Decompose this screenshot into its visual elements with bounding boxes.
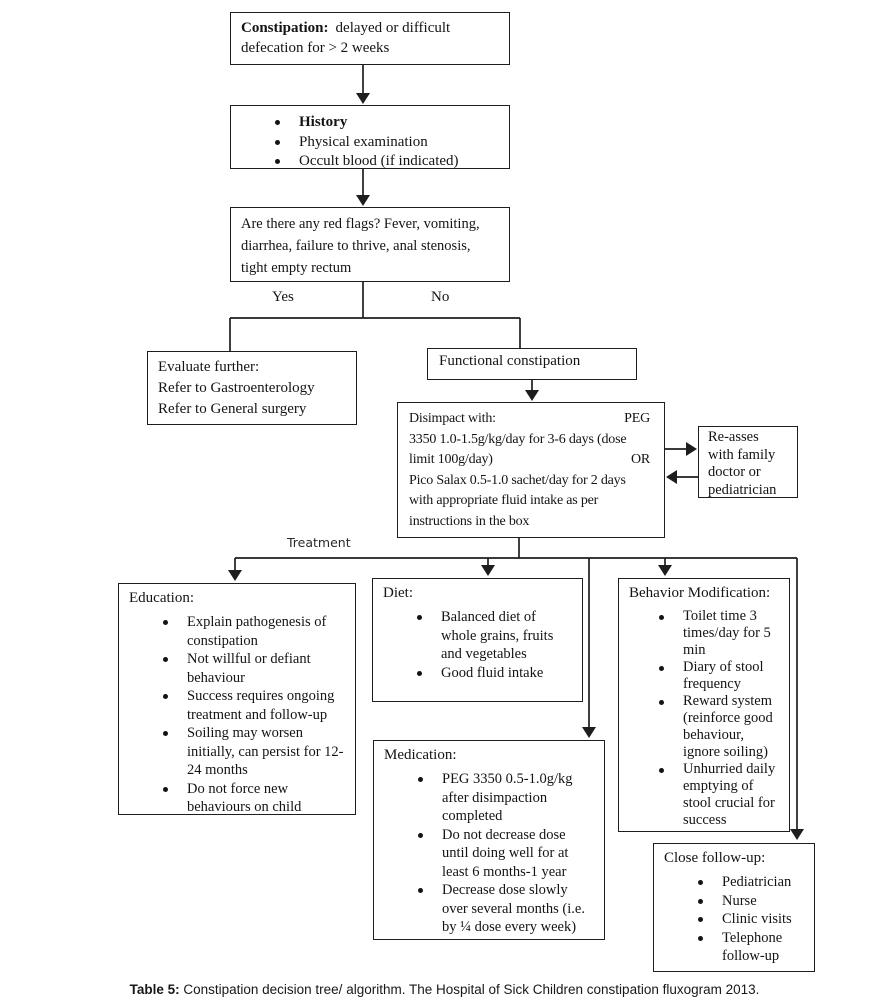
list-item: Unhurried daily emptying of stool crucia… bbox=[657, 761, 787, 829]
arrowhead-medication bbox=[582, 727, 596, 738]
constipation-line2: defecation for > 2 weeks bbox=[241, 40, 390, 56]
diet-list: Balanced diet of whole grains, fruits an… bbox=[373, 608, 582, 682]
diet-box: Diet: Balanced diet of whole grains, fru… bbox=[372, 578, 583, 702]
list-item: Physical examination bbox=[273, 133, 507, 153]
list-item: Explain pathogenesis of constipation bbox=[161, 613, 353, 650]
list-item: Decrease dose slowly over several months… bbox=[416, 881, 602, 937]
disimpact-line5: with appropriate fluid intake as per bbox=[409, 493, 599, 509]
medication-box: Medication: PEG 3350 0.5-1.0g/kg after d… bbox=[373, 740, 605, 940]
arrowhead-history bbox=[356, 93, 370, 104]
list-item: History bbox=[273, 113, 507, 133]
disimpact-line1: Disimpact with:PEG bbox=[409, 411, 650, 426]
arrowhead-reassess-right bbox=[686, 442, 697, 456]
red-flags-box: Are there any red flags? Fever, vomiting… bbox=[230, 207, 510, 282]
arrowhead-reassess-left bbox=[666, 470, 677, 484]
list-item: Do not force new behaviours on child bbox=[161, 780, 353, 817]
branch-label-yes: Yes bbox=[272, 289, 294, 305]
list-item: Telephone follow-up bbox=[696, 929, 812, 966]
red-flags-text: Are there any red flags? Fever, vomiting… bbox=[241, 216, 480, 276]
functional-constipation-text: Functional constipation bbox=[439, 353, 581, 369]
disimpact-line2: 3350 1.0-1.5g/kg/day for 3-6 days (dose bbox=[409, 431, 627, 447]
treatment-label: Treatment bbox=[287, 535, 351, 550]
list-item: Nurse bbox=[696, 892, 812, 911]
functional-constipation-box: Functional constipation bbox=[427, 348, 637, 380]
evaluate-further-box: Evaluate further: Refer to Gastroenterol… bbox=[147, 351, 357, 425]
list-item: PEG 3350 0.5-1.0g/kg after disimpaction … bbox=[416, 770, 602, 826]
constipation-definition-box: Constipation:delayed or difficult defeca… bbox=[230, 12, 510, 65]
list-item: Reward system (reinforce good behaviour,… bbox=[657, 693, 787, 761]
disimpact-line6: instructions in the box bbox=[409, 513, 530, 529]
list-item: Toilet time 3 times/day for 5 min bbox=[657, 608, 787, 659]
table-caption-text: Constipation decision tree/ algorithm. T… bbox=[179, 982, 760, 997]
disimpact-box: Disimpact with:PEG 3350 1.0-1.5g/kg/day … bbox=[397, 402, 665, 538]
diet-title: Diet: bbox=[383, 585, 413, 601]
list-item: Not willful or defiant behaviour bbox=[161, 650, 353, 687]
behavior-modification-box: Behavior Modification: Toilet time 3 tim… bbox=[618, 578, 790, 832]
disimpact-line3: limit 100g/day)OR bbox=[409, 452, 650, 468]
education-list: Explain pathogenesis of constipation Not… bbox=[119, 613, 355, 817]
arrowhead-redflags bbox=[356, 195, 370, 206]
list-item: Occult blood (if indicated) bbox=[273, 152, 507, 172]
list-item: Do not decrease dose until doing well fo… bbox=[416, 826, 602, 882]
close-followup-list: Pediatrician Nurse Clinic visits Telepho… bbox=[654, 873, 814, 966]
table-caption: Table 5: Constipation decision tree/ alg… bbox=[0, 982, 889, 997]
reassess-text: Re-asses with family doctor or pediatric… bbox=[708, 429, 777, 498]
assessment-list: History Physical examination Occult bloo… bbox=[231, 113, 509, 172]
arrowhead-followup bbox=[790, 829, 804, 840]
assessment-box: History Physical examination Occult bloo… bbox=[230, 105, 510, 169]
education-title: Education: bbox=[129, 590, 194, 606]
branch-label-no: No bbox=[431, 289, 450, 305]
close-followup-title: Close follow-up: bbox=[664, 850, 766, 866]
evaluate-further-text: Evaluate further: Refer to Gastroenterol… bbox=[158, 359, 315, 417]
medication-title: Medication: bbox=[384, 747, 457, 763]
list-item: Soiling may worsen initially, can persis… bbox=[161, 724, 353, 780]
list-item: Good fluid intake bbox=[415, 664, 580, 683]
list-item: Balanced diet of whole grains, fruits an… bbox=[415, 608, 580, 664]
list-item: Success requires ongoing treatment and f… bbox=[161, 687, 353, 724]
list-item: Pediatrician bbox=[696, 873, 812, 892]
disimpact-line4: Pico Salax 0.5-1.0 sachet/day for 2 days bbox=[409, 472, 626, 488]
reassess-box: Re-asses with family doctor or pediatric… bbox=[698, 426, 798, 498]
arrowhead-diet bbox=[481, 565, 495, 576]
arrowhead-behavior bbox=[658, 565, 672, 576]
behavior-modification-title: Behavior Modification: bbox=[629, 585, 771, 601]
arrowhead-education bbox=[228, 570, 242, 581]
behavior-modification-list: Toilet time 3 times/day for 5 min Diary … bbox=[619, 608, 789, 829]
constipation-line1: Constipation:delayed or difficult bbox=[241, 20, 451, 36]
education-box: Education: Explain pathogenesis of const… bbox=[118, 583, 356, 815]
arrowhead-disimpact bbox=[525, 390, 539, 401]
list-item: Clinic visits bbox=[696, 910, 812, 929]
table-caption-label: Table 5: bbox=[129, 982, 180, 997]
list-item: Diary of stool frequency bbox=[657, 659, 787, 693]
close-followup-box: Close follow-up: Pediatrician Nurse Clin… bbox=[653, 843, 815, 972]
medication-list: PEG 3350 0.5-1.0g/kg after disimpaction … bbox=[374, 770, 604, 937]
